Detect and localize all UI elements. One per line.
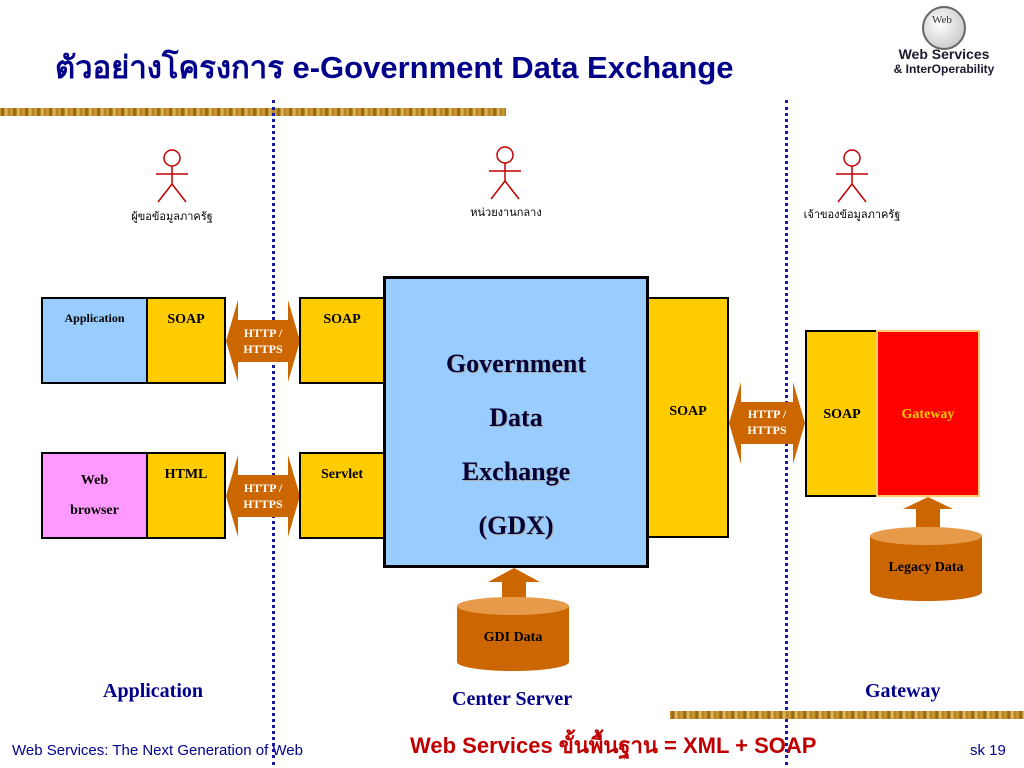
application-box: Application [41, 297, 148, 384]
actor-requester-label: ผู้ขอข้อมูลภาครัฐ [131, 210, 213, 223]
legacy-data-label: Legacy Data [888, 560, 964, 575]
application-label: Application [64, 311, 125, 325]
actor-requester-icon [156, 149, 188, 203]
web-label: Web [80, 473, 109, 488]
soap-client-label: SOAP [167, 312, 205, 327]
gdx-soap-label: SOAP [669, 404, 707, 419]
slide-number: sk 19 [970, 742, 1006, 759]
gdx-line-2: Data [489, 403, 543, 432]
left-divider [272, 100, 275, 765]
servlet-box: Servlet [299, 452, 385, 539]
web-services-logo: Web Web Services & InterOperability [874, 6, 1014, 76]
gdx-line-4: (GDX) [478, 511, 554, 540]
legacy-up-arrow [903, 497, 953, 533]
logo-line2: & InterOperability [893, 62, 995, 76]
soap-server-box: SOAP [299, 297, 385, 384]
html-label: HTML [164, 467, 208, 482]
gateway-soap-label: SOAP [823, 407, 861, 422]
http-arrow-top [226, 300, 300, 382]
gdx-soap-box: SOAP [647, 297, 729, 538]
http-arrow-right-label: HTTP / HTTPS [747, 407, 787, 437]
http-arrow-top-label: HTTP / HTTPS [243, 326, 283, 356]
gdi-data-cylinder [457, 597, 569, 671]
http-arrow-bottom [226, 455, 300, 537]
actor-central-label: หน่วยงานกลาง [470, 206, 542, 219]
actor-owner-label: เจ้าของข้อมูลภาครัฐ [803, 208, 901, 221]
http-arrow-right [729, 382, 805, 464]
gdx-box: Government Data Exchange (GDX) [383, 276, 649, 568]
http-arrow-bottom-label: HTTP / HTTPS [243, 481, 283, 511]
actor-central-icon [489, 146, 521, 200]
gdx-line-1: Government [445, 349, 587, 378]
gdi-up-arrow [488, 568, 540, 610]
gdx-line-3: Exchange [461, 457, 571, 486]
soap-client-box: SOAP [146, 297, 226, 384]
footer-course-title: Web Services: The Next Generation of Web [12, 742, 303, 759]
web-browser-box: Web browser [41, 452, 148, 539]
logo-circle-text: Web [932, 14, 952, 26]
html-box: HTML [146, 452, 226, 539]
section-gateway: Gateway [865, 680, 941, 702]
soap-server-label: SOAP [323, 312, 361, 327]
logo-line1: Web Services [898, 46, 990, 62]
servlet-label: Servlet [321, 467, 363, 482]
section-center-server: Center Server [452, 688, 573, 710]
page-title: ตัวอย่างโครงการ e-Government Data Exchan… [55, 50, 734, 85]
globe-icon [922, 6, 966, 50]
gateway-label: Gateway [901, 407, 955, 422]
actor-owner-icon [836, 149, 868, 203]
browser-label: browser [70, 503, 119, 518]
section-application: Application [103, 680, 204, 702]
footer-bar [670, 711, 1024, 719]
gateway-box: Gateway [876, 330, 980, 497]
footer-tagline: Web Services ขั้นพื้นฐาน = XML + SOAP [410, 733, 817, 758]
title-underline [0, 108, 506, 116]
gdi-data-label: GDI Data [483, 630, 543, 645]
legacy-data-cylinder [870, 527, 982, 601]
gateway-soap-box: SOAP [805, 330, 879, 497]
